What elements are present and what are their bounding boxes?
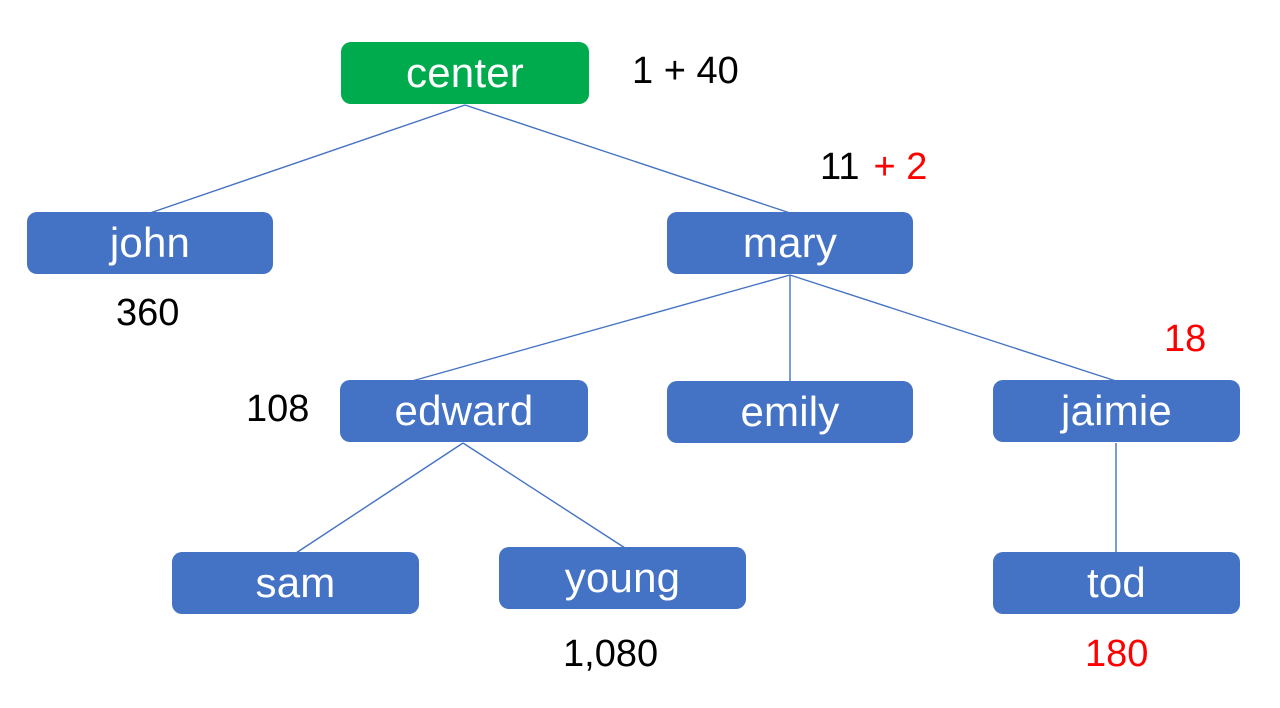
node-sam[interactable]: sam	[172, 552, 419, 614]
node-edward[interactable]: edward	[340, 380, 588, 442]
annotation-mary-base: 11	[820, 146, 860, 188]
node-center-label: center	[406, 49, 524, 96]
annotation-tod: 180	[1085, 633, 1149, 675]
node-mary[interactable]: mary	[667, 212, 913, 274]
node-jaimie-label: jaimie	[1061, 387, 1172, 434]
annotation-edward: 108	[246, 388, 310, 430]
annotation-center: 1 + 40	[632, 50, 739, 92]
node-sam-label: sam	[255, 559, 336, 606]
annotation-jaimie: 18	[1164, 318, 1207, 360]
node-emily[interactable]: emily	[667, 381, 913, 443]
edge-edward-sam	[295, 442, 464, 554]
node-young[interactable]: young	[499, 547, 746, 609]
edge-edward-young	[462, 442, 626, 549]
edge-center-john	[149, 104, 466, 214]
node-tod-label: tod	[1087, 559, 1146, 606]
node-john-label: john	[109, 219, 191, 266]
node-tod[interactable]: tod	[993, 552, 1240, 614]
annotation-mary: 11 + 2	[820, 148, 927, 186]
edge-mary-jaimie	[789, 274, 1117, 382]
edge-center-mary	[464, 104, 791, 214]
edge-mary-edward	[411, 274, 791, 382]
node-mary-label: mary	[742, 219, 838, 266]
node-center[interactable]: center	[341, 42, 589, 104]
annotation-mary-delta: + 2	[873, 146, 928, 188]
node-john[interactable]: john	[27, 212, 273, 274]
node-edward-label: edward	[394, 387, 534, 434]
node-jaimie[interactable]: jaimie	[993, 380, 1240, 442]
node-emily-label: emily	[740, 388, 840, 435]
node-young-label: young	[564, 554, 681, 601]
annotation-young: 1,080	[563, 633, 659, 675]
annotation-john: 360	[116, 292, 180, 334]
